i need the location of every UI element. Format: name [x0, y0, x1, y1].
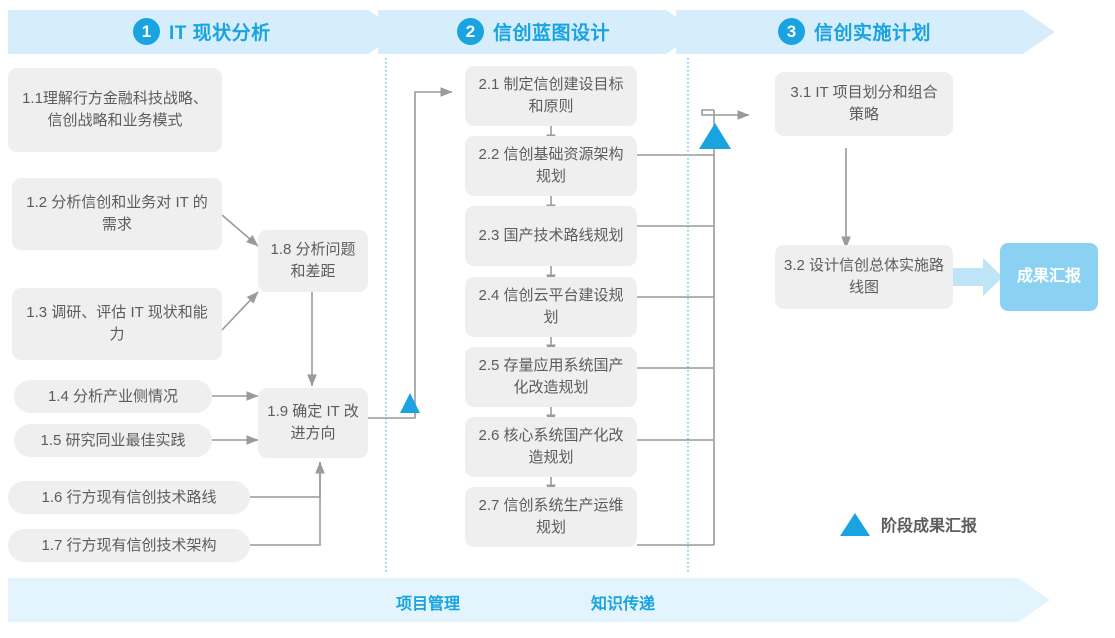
connector-1-2-to-1-8	[221, 214, 259, 247]
bottom-lane-project-management[interactable]: 项目管理	[396, 596, 461, 613]
phase-number-badge-1: 1	[133, 18, 160, 45]
task-box-1-4[interactable]: 1.4 分析产业侧情况	[14, 380, 212, 413]
task-box-1-6[interactable]: 1.6 行方现有信创技术路线	[8, 481, 250, 514]
triangle-up-icon	[840, 512, 870, 536]
phase-header-1[interactable]: 1 IT 现状分析	[133, 18, 271, 45]
task-box-2-3[interactable]: 2.3 国产技术路线规划	[465, 206, 637, 266]
legend-milestone: 阶段成果汇报	[840, 512, 977, 536]
connector-1-3-to-1-8	[221, 291, 259, 331]
task-box-1-1[interactable]: 1.1理解行方金融科技战略、信创战略和业务模式	[8, 68, 222, 152]
task-box-3-1[interactable]: 3.1 IT 项目划分和组合策略	[775, 72, 953, 136]
phase1-connectors	[212, 87, 453, 546]
connector-bus-to-3-1	[701, 109, 750, 120]
task-box-2-7[interactable]: 2.7 信创系统生产运维规划	[465, 487, 637, 547]
task-box-2-1[interactable]: 2.1 制定信创建设目标和原则	[465, 66, 637, 126]
phase-title-1: IT 现状分析	[169, 23, 271, 44]
legend-label: 阶段成果汇报	[881, 518, 978, 535]
task-box-1-2[interactable]: 1.2 分析信创和业务对 IT 的需求	[12, 178, 222, 250]
phase-header-3[interactable]: 3 信创实施计划	[778, 18, 931, 45]
task-box-1-3[interactable]: 1.3 调研、评估 IT 现状和能力	[12, 288, 222, 360]
task-box-2-6[interactable]: 2.6 核心系统国产化改造规划	[465, 417, 637, 477]
bottom-lane-band	[8, 578, 1050, 622]
connector-1-9-to-2-1	[368, 87, 453, 419]
result-arrow-shape	[953, 258, 1003, 296]
connector-1-7-to-1-9	[250, 462, 321, 546]
task-box-2-4[interactable]: 2.4 信创云平台建设规划	[465, 277, 637, 337]
milestone-triangle-phase2	[699, 123, 731, 149]
result-arrow	[953, 258, 1003, 296]
phase-title-3: 信创实施计划	[814, 23, 932, 44]
result-badge[interactable]: 成果汇报	[1000, 243, 1098, 311]
bus-corner-helper	[702, 104, 749, 115]
milestone-triangle-phase1	[400, 393, 420, 413]
task-box-2-2[interactable]: 2.2 信创基础资源架构规划	[465, 136, 637, 196]
connector-1-6-to-1-9	[250, 461, 325, 498]
phase2-to-phase3-bus	[637, 104, 851, 546]
task-box-1-7[interactable]: 1.7 行方现有信创技术架构	[8, 529, 250, 562]
bottom-lane-knowledge-transfer[interactable]: 知识传递	[591, 596, 656, 613]
task-box-2-5[interactable]: 2.5 存量应用系统国产化改造规划	[465, 347, 637, 407]
task-box-1-9[interactable]: 1.9 确定 IT 改进方向	[258, 388, 368, 458]
phase-header-2[interactable]: 2 信创蓝图设计	[457, 18, 610, 45]
task-box-1-8[interactable]: 1.8 分析问题和差距	[258, 230, 368, 292]
task-box-1-5[interactable]: 1.5 研究同业最佳实践	[14, 424, 212, 457]
task-box-3-2[interactable]: 3.2 设计信创总体实施路线图	[775, 245, 953, 309]
phase-title-2: 信创蓝图设计	[493, 23, 611, 44]
phase-number-badge-3: 3	[778, 18, 805, 45]
phase-number-badge-2: 2	[457, 18, 484, 45]
